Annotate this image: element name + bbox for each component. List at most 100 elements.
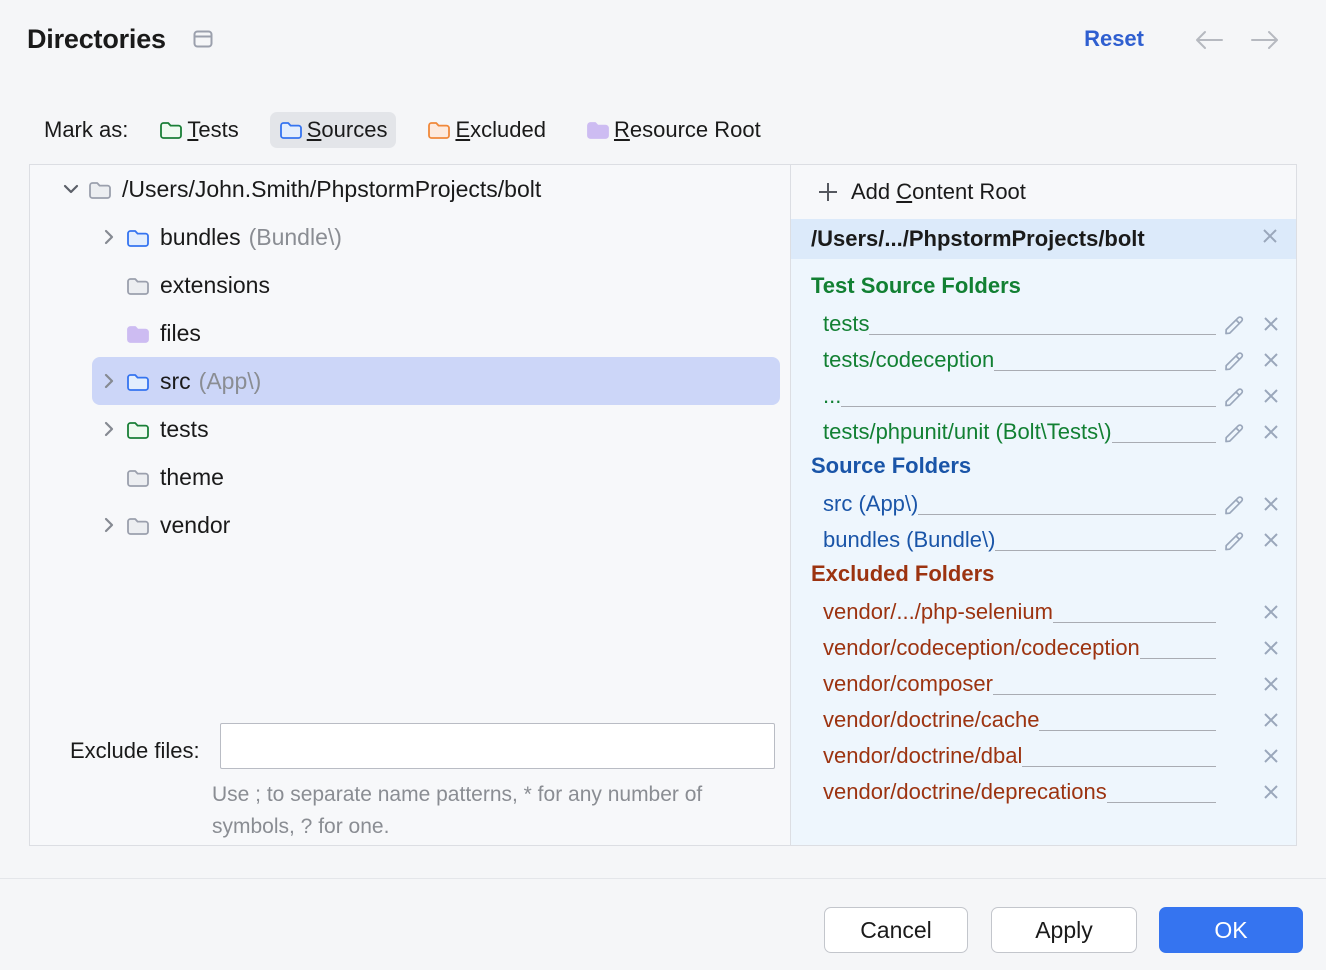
exclude-files-hint: Use ; to separate name patterns, * for a… (212, 779, 757, 843)
edit-pencil-icon[interactable] (1222, 349, 1248, 375)
tree-row[interactable]: src (App\) (92, 357, 780, 405)
folder-entry-row: bundles (Bundle\) (791, 519, 1297, 555)
folder-resource-icon (586, 120, 610, 140)
edit-pencil-icon[interactable] (1222, 529, 1248, 555)
edit-pencil-icon[interactable] (1222, 421, 1248, 447)
folder-entry-label: vendor/composer (823, 669, 993, 699)
mark-as-label-3: Resource Root (614, 117, 761, 143)
content-root-header[interactable]: /Users/.../PhpstormProjects/bolt (791, 219, 1297, 259)
leader-line (1140, 658, 1216, 659)
tree-row[interactable]: files (92, 309, 780, 357)
remove-folder-icon[interactable] (1258, 311, 1284, 337)
remove-folder-icon[interactable] (1258, 491, 1284, 517)
tree-row-label: /Users/John.Smith/PhpstormProjects/bolt (122, 176, 541, 203)
remove-folder-icon[interactable] (1258, 527, 1284, 553)
chevron-right-icon[interactable] (92, 514, 126, 536)
mark-as-resource-root-button[interactable]: Resource Root (577, 112, 770, 148)
edit-pencil-icon[interactable] (1222, 385, 1248, 411)
folder-entry-row: vendor/composer (791, 663, 1297, 699)
chevron-right-icon[interactable] (92, 226, 126, 248)
folder-plain-icon (126, 275, 150, 295)
folder-entry-label: ... (823, 381, 841, 411)
folder-entry-label: tests/codeception (823, 345, 994, 375)
tree-row-namespace: (Bundle\) (249, 224, 342, 251)
content-root-path: /Users/.../PhpstormProjects/bolt (811, 226, 1145, 252)
folder-entry-label: tests (823, 309, 869, 339)
chevron-right-icon[interactable] (92, 418, 126, 440)
chevron-down-icon[interactable] (54, 178, 88, 200)
folder-sources-icon (279, 120, 303, 140)
remove-folder-icon[interactable] (1258, 599, 1284, 625)
cancel-button[interactable]: Cancel (824, 907, 968, 953)
folder-entry-row: vendor/doctrine/dbal (791, 735, 1297, 771)
tree-row-label: src (160, 368, 191, 395)
edit-pencil-icon[interactable] (1222, 493, 1248, 519)
directories-body-panel: /Users/John.Smith/PhpstormProjects/bolt b… (29, 164, 1297, 846)
apply-button[interactable]: Apply (991, 907, 1137, 953)
folder-entry-row: tests/phpunit/unit (Bolt\Tests\) (791, 411, 1297, 447)
arrow-left-icon[interactable] (1192, 28, 1226, 52)
content-root-entry: /Users/.../PhpstormProjects/bolt Test So… (791, 219, 1297, 846)
remove-folder-icon[interactable] (1258, 671, 1284, 697)
ok-button[interactable]: OK (1159, 907, 1303, 953)
leader-line (1053, 622, 1216, 623)
tree-row-label: vendor (160, 512, 230, 539)
folder-plain-icon (126, 467, 150, 487)
remove-folder-icon[interactable] (1258, 383, 1284, 409)
leader-line (1039, 730, 1216, 731)
folder-entry-row: ... (791, 375, 1297, 411)
tree-row[interactable]: bundles(Bundle\) (92, 213, 780, 261)
tree-row[interactable]: extensions (92, 261, 780, 309)
remove-folder-icon[interactable] (1258, 707, 1284, 733)
folder-entry-row: vendor/doctrine/cache (791, 699, 1297, 735)
plus-icon (815, 179, 841, 205)
exclude-files-input[interactable] (220, 723, 775, 769)
chevron-right-icon[interactable] (92, 370, 126, 392)
folder-entry-label: src (App\) (823, 489, 918, 519)
tree-row[interactable]: vendor (92, 501, 780, 549)
add-content-root-button[interactable]: Add Content Root (791, 165, 1297, 219)
folder-entry-row: vendor/doctrine/deprecations (791, 771, 1297, 807)
tree-row-namespace: (App\) (199, 368, 262, 395)
close-icon[interactable] (1258, 224, 1282, 254)
leader-line (841, 406, 1216, 407)
leader-line (993, 694, 1216, 695)
remove-folder-icon[interactable] (1258, 635, 1284, 661)
folder-entry-row: tests (791, 303, 1297, 339)
folder-entry-row: vendor/codeception/codeception (791, 627, 1297, 663)
folder-sources-icon (126, 227, 150, 247)
folder-tests-icon (126, 419, 150, 439)
leader-line (1022, 766, 1216, 767)
leader-line (1107, 802, 1216, 803)
mark-as-label-2: Excluded (455, 117, 546, 143)
tree-row[interactable]: tests (92, 405, 780, 453)
folder-entry-label: vendor/doctrine/cache (823, 705, 1039, 735)
reset-button[interactable]: Reset (1084, 26, 1144, 52)
folder-entry-label: vendor/doctrine/deprecations (823, 777, 1107, 807)
folder-resource-icon (126, 323, 150, 343)
mark-as-sources-button[interactable]: Sources (270, 112, 397, 148)
remove-folder-icon[interactable] (1258, 779, 1284, 805)
folder-sources-icon (126, 371, 150, 391)
arrow-right-icon[interactable] (1248, 28, 1282, 52)
folder-entry-row: tests/codeception (791, 339, 1297, 375)
remove-folder-icon[interactable] (1258, 347, 1284, 373)
edit-pencil-icon[interactable] (1222, 313, 1248, 339)
panel-toggle-icon[interactable] (192, 29, 214, 49)
tree-row[interactable]: theme (92, 453, 780, 501)
folder-entry-label: bundles (Bundle\) (823, 525, 995, 555)
section-title-src: Source Folders (791, 447, 1297, 483)
tree-row[interactable]: /Users/John.Smith/PhpstormProjects/bolt (54, 165, 780, 213)
directory-tree[interactable]: /Users/John.Smith/PhpstormProjects/bolt b… (30, 165, 790, 705)
mark-as-excluded-button[interactable]: Excluded (418, 112, 555, 148)
mark-as-label-0: Tests (187, 117, 238, 143)
mark-as-label: Mark as: (44, 117, 128, 143)
add-content-root-label: Add Content Root (851, 179, 1026, 205)
folder-excluded-icon (427, 120, 451, 140)
remove-folder-icon[interactable] (1258, 743, 1284, 769)
leader-line (994, 370, 1216, 371)
mark-as-tests-button[interactable]: Tests (150, 112, 247, 148)
tree-row-label: tests (160, 416, 209, 443)
remove-folder-icon[interactable] (1258, 419, 1284, 445)
